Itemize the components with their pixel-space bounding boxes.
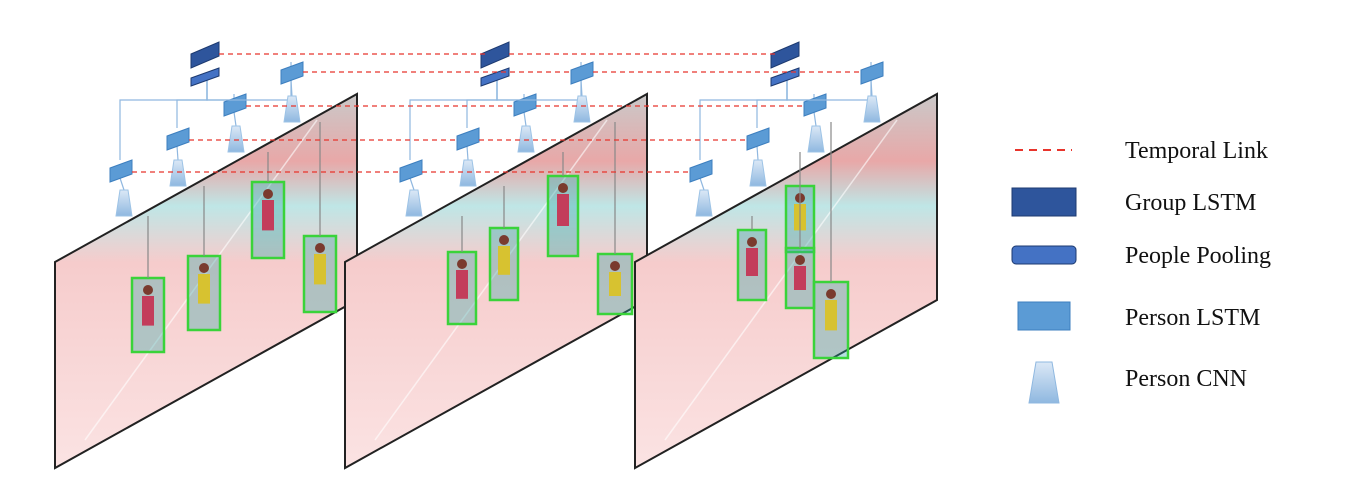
person-head xyxy=(610,261,620,271)
legend-group-lstm-label: Group LSTM xyxy=(1125,190,1256,216)
person-head xyxy=(143,285,153,295)
person-cnn-node xyxy=(115,189,133,217)
cnn-to-lstm-connector xyxy=(699,177,705,191)
legend-people-pooling-swatch xyxy=(1011,245,1077,265)
person-cnn-node xyxy=(283,95,301,123)
lstm-to-pooling-connector xyxy=(756,80,788,128)
person-cnn-node xyxy=(807,125,825,153)
person-cnn-node xyxy=(169,159,187,187)
group-lstm-node xyxy=(770,41,800,69)
person-lstm-node xyxy=(223,93,247,117)
person-body xyxy=(557,194,569,226)
lstm-to-pooling-connector xyxy=(206,62,292,101)
lstm-to-pooling-connector xyxy=(409,80,498,160)
person-head xyxy=(263,189,273,199)
cnn-to-lstm-connector xyxy=(176,145,179,161)
video-frames xyxy=(54,92,938,470)
frame-1 xyxy=(54,92,358,470)
lstm-to-pooling-connector xyxy=(786,62,872,101)
person-lstm-node xyxy=(746,127,770,151)
lstm-to-pooling-connector xyxy=(496,80,525,101)
person-cnn-node xyxy=(459,159,477,187)
person-head xyxy=(747,237,757,247)
lstm-to-pooling-connector xyxy=(496,62,582,101)
court-line xyxy=(664,119,898,441)
person-cnn-node xyxy=(573,95,591,123)
lstm-to-pooling-connector xyxy=(699,80,788,160)
person-cnn-node xyxy=(405,189,423,217)
person-lstm-node xyxy=(570,61,594,85)
person-body xyxy=(456,270,468,299)
people-pooling-node xyxy=(770,67,800,87)
person-lstm-node xyxy=(109,159,133,183)
people-pooling-node xyxy=(480,67,510,87)
person-lstm-node xyxy=(689,159,713,183)
legend: Temporal Link Group LSTM People Pooling … xyxy=(1011,138,1271,404)
group-lstm-node xyxy=(480,41,510,69)
cnn-to-lstm-connector xyxy=(119,177,125,191)
person-body xyxy=(314,254,326,285)
model-network xyxy=(109,41,884,282)
person-head xyxy=(795,255,805,265)
cnn-to-lstm-connector xyxy=(409,177,415,191)
person-body xyxy=(746,248,758,276)
person-lstm-node xyxy=(860,61,884,85)
group-lstm-node xyxy=(190,41,220,69)
person-head xyxy=(315,243,325,253)
person-body xyxy=(142,296,154,326)
temporal-links xyxy=(132,53,863,173)
frame-2 xyxy=(344,92,648,470)
person-lstm-node xyxy=(803,93,827,117)
lstm-to-pooling-connector xyxy=(119,80,208,160)
cnn-to-lstm-connector xyxy=(756,145,759,161)
person-body xyxy=(794,266,806,290)
person-cnn-node xyxy=(227,125,245,153)
person-lstm-node xyxy=(166,127,190,151)
person-body xyxy=(498,246,510,275)
legend-person-cnn-label: Person CNN xyxy=(1125,366,1247,392)
frame-3 xyxy=(634,92,938,470)
lstm-to-pooling-connector xyxy=(176,80,208,128)
lstm-to-pooling-connector xyxy=(206,80,235,101)
lstm-to-pooling-connector xyxy=(466,80,498,128)
frame-1-network xyxy=(109,41,321,278)
person-body xyxy=(825,300,837,331)
person-lstm-node xyxy=(456,127,480,151)
person-body xyxy=(262,200,274,231)
person-cnn-node xyxy=(517,125,535,153)
legend-group-lstm-swatch xyxy=(1011,187,1077,217)
lstm-to-pooling-connector xyxy=(786,80,815,101)
person-head xyxy=(199,263,209,273)
person-cnn-node xyxy=(863,95,881,123)
cnn-to-lstm-connector xyxy=(466,145,469,161)
person-head xyxy=(826,289,836,299)
person-body xyxy=(609,272,621,296)
legend-person-lstm-label: Person LSTM xyxy=(1125,305,1260,331)
person-cnn-node xyxy=(749,159,767,187)
person-cnn-node xyxy=(695,189,713,217)
person-lstm-node xyxy=(399,159,423,183)
person-lstm-node xyxy=(280,61,304,85)
person-body xyxy=(198,274,210,304)
frame-2-network xyxy=(399,41,616,254)
person-head xyxy=(457,259,467,269)
person-head xyxy=(558,183,568,193)
legend-person-cnn-swatch xyxy=(1028,361,1060,404)
cnn-to-lstm-connector xyxy=(813,111,817,127)
frame-3-network xyxy=(689,41,884,282)
person-lstm-node xyxy=(513,93,537,117)
legend-people-pooling-label: People Pooling xyxy=(1125,243,1271,269)
people-pooling-node xyxy=(190,67,220,87)
legend-person-lstm-swatch xyxy=(1017,301,1071,331)
legend-temporal-link-label: Temporal Link xyxy=(1125,138,1268,164)
cnn-to-lstm-connector xyxy=(523,111,527,127)
person-head xyxy=(499,235,509,245)
cnn-to-lstm-connector xyxy=(233,111,237,127)
